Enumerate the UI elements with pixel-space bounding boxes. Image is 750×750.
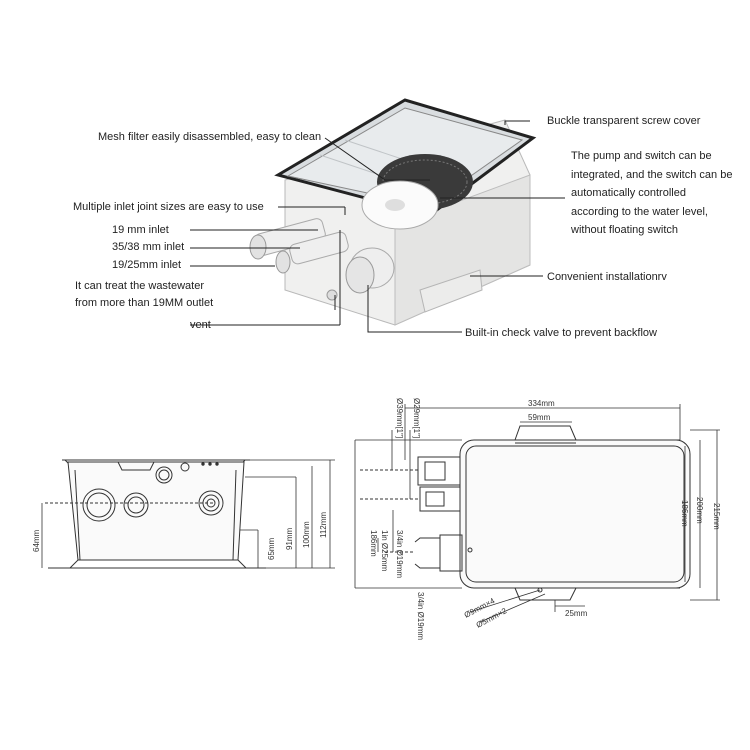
dim-in1-25: 1in Ø25mm bbox=[380, 530, 389, 572]
dim-100: 100mm bbox=[302, 521, 311, 548]
label-wastewater-line2: from more than 19MM outlet bbox=[75, 297, 214, 309]
dim-59: 59mm bbox=[528, 413, 551, 422]
front-view-drawing bbox=[45, 459, 266, 569]
label-inlet-35-38: 35/38 mm inlet bbox=[112, 241, 185, 253]
label-mesh-filter: Mesh filter easily disassembled, easy to… bbox=[98, 131, 322, 143]
front-dimension-lines bbox=[41, 459, 335, 569]
dim-in34-a: 3/4in Ø19mm bbox=[395, 530, 404, 578]
dim-64: 64mm bbox=[32, 529, 41, 552]
label-inlet-sizes: Multiple inlet joint sizes are easy to u… bbox=[73, 201, 264, 213]
photo-leader-lines bbox=[190, 120, 565, 333]
shower-sump-box-illustration bbox=[249, 98, 537, 326]
dim-65: 65mm bbox=[267, 537, 276, 560]
front-dimension-labels: 64mm 65mm 91mm 100mm 112mm bbox=[32, 512, 328, 560]
label-pump-switch: The pump and switch can be integrated, a… bbox=[571, 150, 733, 236]
top-dimension-labels: 334mm 59mm 186mm 186mm 200mm 215mm 25mm … bbox=[369, 398, 721, 640]
label-check-valve: Built-in check valve to prevent backflow bbox=[465, 327, 657, 339]
dim-112: 112mm bbox=[319, 512, 328, 538]
dim-186-right: 186mm bbox=[680, 500, 689, 527]
dim-215: 215mm bbox=[712, 503, 721, 530]
label-inlet-19-25: 19/25mm inlet bbox=[112, 259, 182, 271]
dim-91: 91mm bbox=[285, 527, 294, 550]
dim-in34-b: 3/4in Ø19mm bbox=[416, 592, 425, 640]
dim-200: 200mm bbox=[695, 497, 704, 524]
dim-334: 334mm bbox=[528, 399, 555, 408]
dim-25: 25mm bbox=[565, 609, 588, 618]
label-vent: vent bbox=[190, 319, 211, 331]
dim-phi29: Ø29mm[1"] bbox=[412, 398, 421, 438]
label-cover: Buckle transparent screw cover bbox=[547, 115, 701, 127]
dim-186-left: 186mm bbox=[369, 530, 378, 557]
top-view-drawing bbox=[360, 425, 691, 601]
label-installation: Convenient installationrv bbox=[547, 271, 667, 283]
label-wastewater-line1: It can treat the wastewater bbox=[75, 280, 205, 292]
label-inlet-19: 19 mm inlet bbox=[112, 224, 169, 236]
top-dimension-lines bbox=[354, 404, 720, 623]
dim-phi39: Ø39mm[1"] bbox=[395, 398, 404, 438]
